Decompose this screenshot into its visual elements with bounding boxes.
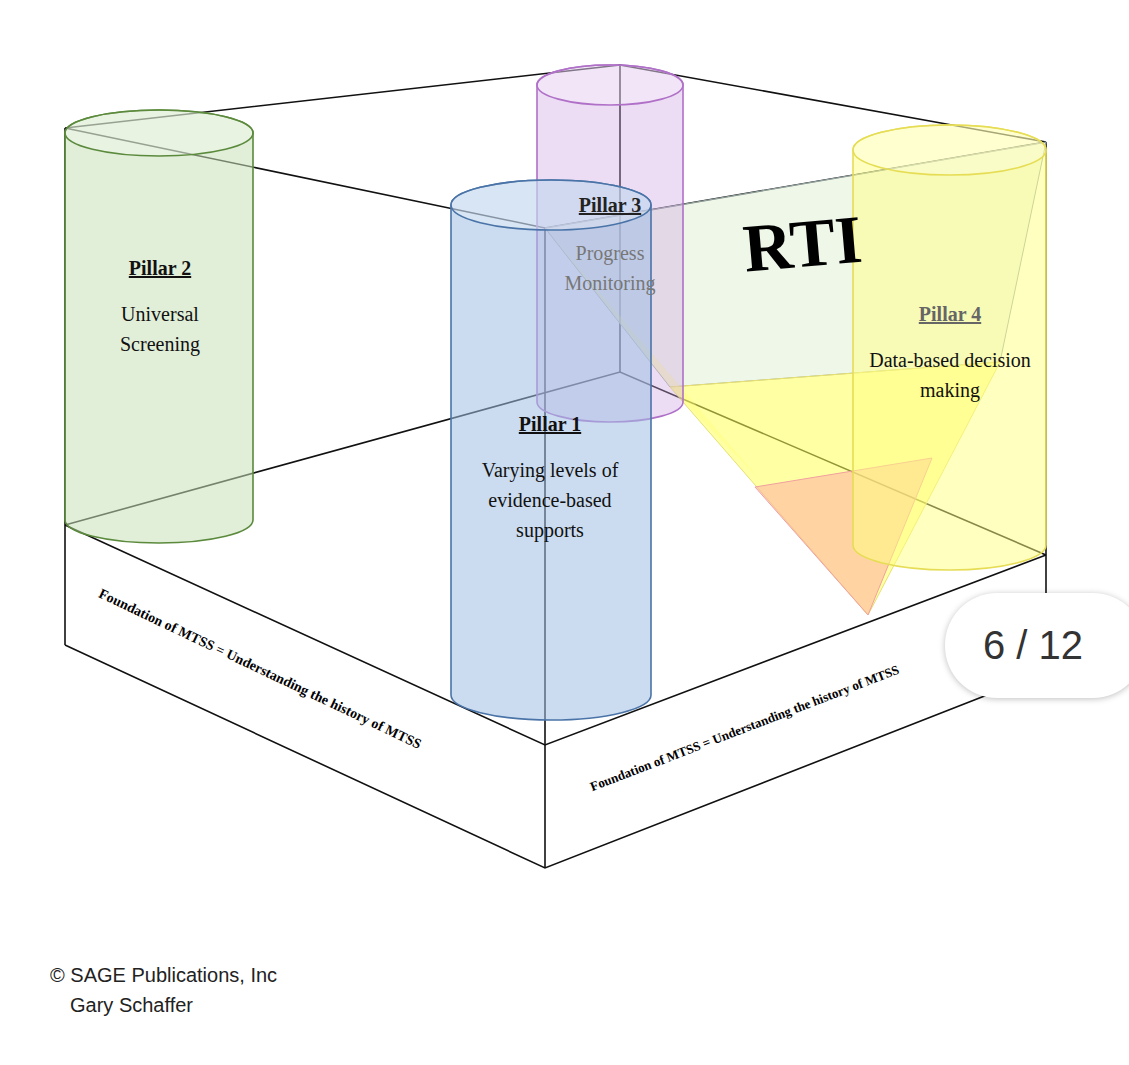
pillar-heading: Pillar 3 <box>550 190 670 220</box>
pillar-heading: Pillar 1 <box>475 409 625 439</box>
pillar-body: Data-based decision making <box>868 345 1033 405</box>
copyright-text: © SAGE Publications, Inc <box>50 964 277 987</box>
cylinder-outline <box>853 125 1046 570</box>
pillar-cylinder: Pillar 4 Data-based decision making <box>853 125 1046 570</box>
page-counter: 6 / 12 <box>945 593 1129 698</box>
pillar-heading: Pillar 4 <box>875 299 1025 329</box>
cylinder-outline <box>65 110 253 543</box>
pillar-body: Progress Monitoring <box>550 238 670 298</box>
box-edges <box>65 65 1046 868</box>
pillar-body: Varying levels of evidence-based support… <box>458 455 643 545</box>
rti-label: RTI <box>740 200 865 289</box>
foundation-label: Foundation of MTSS = Understanding the h… <box>96 586 423 753</box>
pillar-heading: Pillar 2 <box>85 253 235 283</box>
pillar-cylinder: Pillar 2 Universal Screening <box>65 110 253 543</box>
author-text: Gary Schaffer <box>70 994 193 1017</box>
pillar-body: Universal Screening <box>100 299 220 359</box>
